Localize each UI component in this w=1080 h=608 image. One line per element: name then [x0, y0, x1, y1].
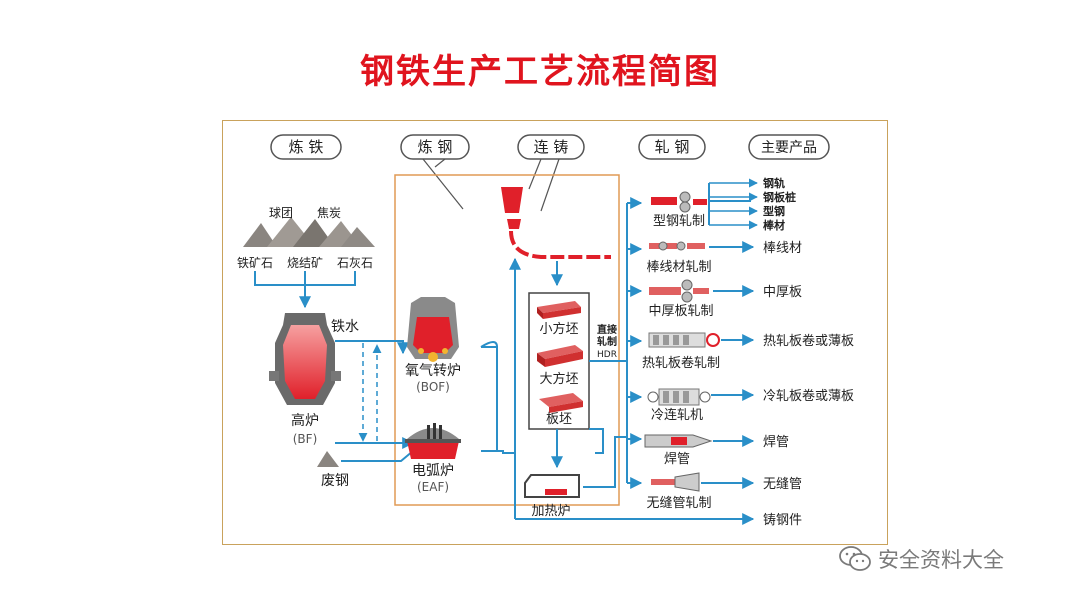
bof-converter-icon	[407, 297, 459, 362]
iron-ore-label: 铁矿石	[237, 256, 273, 270]
product-plate: 中厚板	[763, 285, 802, 300]
product-cold-coil: 冷轧板卷或薄板	[763, 388, 854, 404]
coke-label: 焦炭	[317, 206, 341, 220]
product-sheet-pile: 钢板桩	[763, 190, 796, 204]
section-headers: 炼 铁 炼 钢 连 铸 轧 钢 主要产品	[270, 134, 830, 160]
limestone-label: 石灰石	[337, 256, 373, 270]
product-bar: 棒材	[763, 218, 785, 232]
pellet-label: 球团	[269, 206, 293, 220]
slab-icon	[539, 393, 583, 413]
seamless-mill-label: 无缝管轧制	[646, 496, 711, 511]
blast-furnace-abbr: (BF)	[293, 432, 318, 446]
page-title: 钢铁生产工艺流程简图	[360, 52, 720, 92]
bof-abbr: (BOF)	[416, 380, 450, 394]
product-rail: 钢轨	[763, 176, 785, 190]
bof-label: 氧气转炉	[405, 363, 461, 379]
process-diagram: 炼 铁 炼 钢 连 铸 轧 钢 主要产品 球团 焦炭 铁矿石 烧结矿 石灰石 高…	[222, 120, 888, 545]
large-billet-label: 大方坯	[539, 371, 578, 387]
slab-label: 板坯	[546, 412, 572, 427]
product-list: 钢轨 钢板桩 型钢 棒材 棒线材 中厚板 热轧板卷或薄板 冷轧板卷或薄板 焊管 …	[763, 176, 854, 528]
hot-strip-mill-label: 热轧板卷轧制	[642, 355, 720, 371]
header-rolling: 轧 钢	[655, 138, 690, 156]
cold-mill-label: 冷连轧机	[651, 407, 703, 423]
scrap-label: 废钢	[321, 473, 349, 489]
plate-mill-icon	[649, 279, 709, 303]
reheat-furnace-label: 加热炉	[531, 504, 570, 519]
cold-mill-icon	[647, 388, 711, 406]
header-steelmaking: 炼 钢	[418, 138, 453, 156]
product-welded-pipe: 焊管	[763, 434, 789, 450]
eaf-label: 电弧炉	[412, 463, 454, 479]
eaf-furnace-icon	[405, 423, 461, 459]
section-mill-icon	[651, 191, 707, 213]
reheat-furnace-icon	[524, 474, 603, 498]
header-ironmaking: 炼 铁	[289, 138, 324, 156]
welded-pipe-mill-label: 焊管	[664, 451, 690, 467]
plate-mill-label: 中厚板轧制	[648, 304, 713, 319]
sinter-label: 烧结矿	[287, 256, 323, 270]
product-casting: 铸钢件	[763, 512, 802, 528]
product-wire-rod: 棒线材	[763, 241, 802, 256]
header-products: 主要产品	[761, 140, 817, 156]
large-billet-icon	[537, 345, 583, 367]
raw-materials: 球团 焦炭 铁矿石 烧结矿 石灰石	[237, 206, 375, 270]
wechat-icon	[839, 546, 871, 571]
seamless-mill-icon	[651, 472, 700, 492]
small-billet-icon	[537, 301, 581, 319]
section-mill-label: 型钢轧制	[653, 214, 705, 229]
product-hot-coil: 热轧板卷或薄板	[763, 333, 854, 349]
wire-mill-label: 棒线材轧制	[646, 260, 711, 275]
eaf-abbr: (EAF)	[417, 480, 449, 494]
hdr-line3: HDR	[597, 350, 617, 360]
welded-pipe-mill-icon	[644, 434, 713, 448]
wire-mill-icon	[649, 241, 705, 251]
scrap-icon	[317, 451, 339, 467]
hdr-line1: 直接	[597, 323, 617, 336]
product-section: 型钢	[763, 204, 785, 218]
watermark: 安全资料大全	[838, 544, 1004, 574]
small-billet-label: 小方坯	[539, 321, 578, 337]
header-casting: 连 铸	[534, 138, 569, 156]
hot-metal-label: 铁水	[331, 319, 359, 335]
hot-strip-mill-icon	[648, 332, 720, 348]
blast-furnace-label: 高炉	[291, 412, 319, 429]
flow-chart: 炼 铁 炼 钢 连 铸 轧 钢 主要产品 球团 焦炭 铁矿石 烧结矿 石灰石 高…	[237, 134, 854, 528]
blast-furnace-icon	[269, 313, 341, 405]
continuous-caster-icon	[501, 187, 611, 259]
watermark-text: 安全资料大全	[878, 548, 1004, 572]
hdr-line2: 轧制	[597, 335, 617, 348]
product-seamless-pipe: 无缝管	[763, 477, 802, 492]
